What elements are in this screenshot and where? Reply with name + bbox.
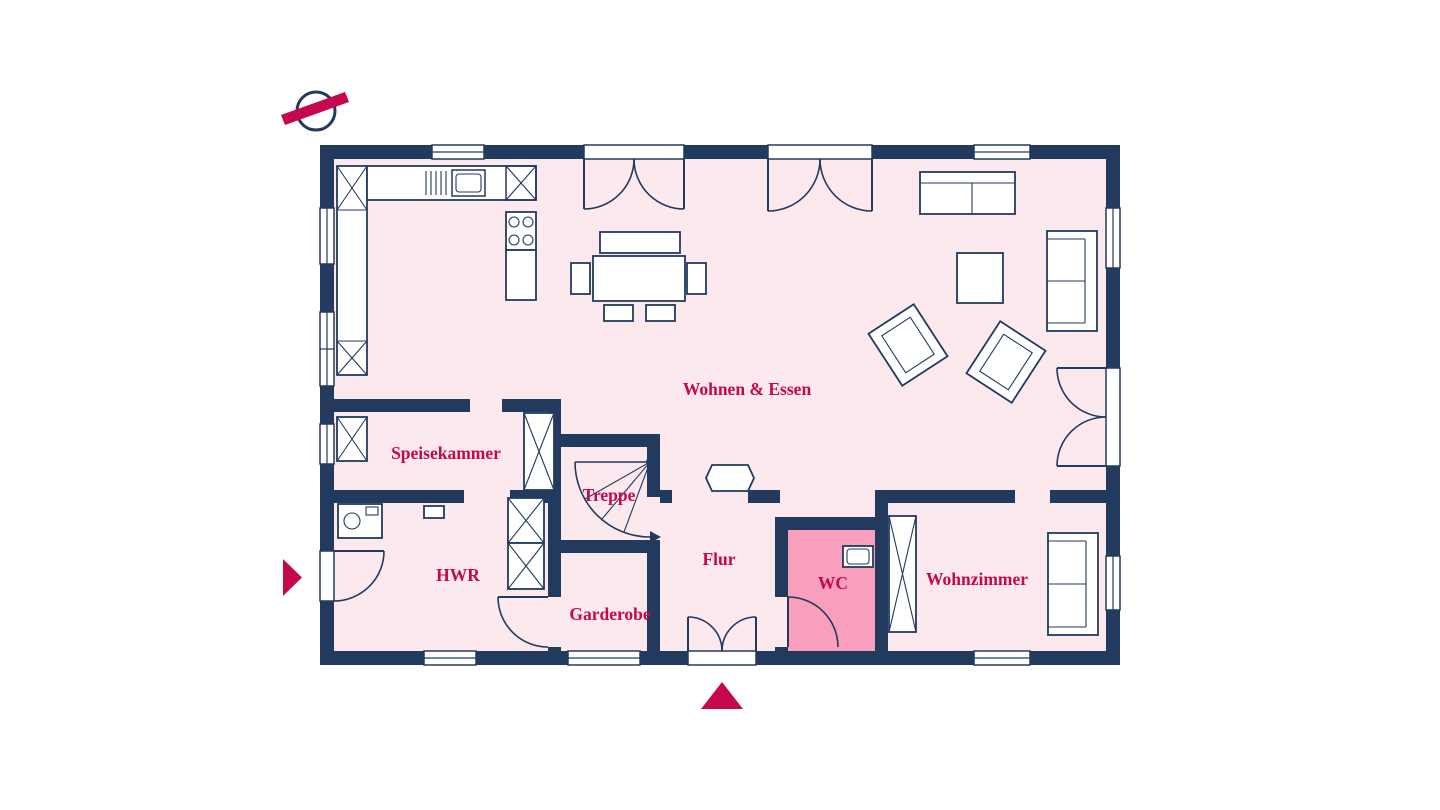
triangle-up-icon xyxy=(701,682,743,709)
utility-fixtures xyxy=(337,497,545,590)
french-door-top-left xyxy=(583,158,685,210)
chair xyxy=(645,304,676,322)
room-label-wohnzimmer: Wohnzimmer xyxy=(926,569,1028,589)
room-label-wohnen-essen: Wohnen & Essen xyxy=(683,379,812,399)
pantry-shelves xyxy=(336,412,555,491)
dining-set xyxy=(570,231,707,322)
coffee-table xyxy=(956,252,1004,304)
armchair xyxy=(965,320,1047,404)
sofa-right xyxy=(1046,230,1098,332)
wohnzimmer-furniture xyxy=(888,515,1099,636)
chimney xyxy=(705,464,755,492)
room-labels: Wohnen & Essen Speisekammer Treppe HWR G… xyxy=(391,379,1028,624)
compass-north-icon xyxy=(281,90,349,132)
french-door-right-wall xyxy=(1056,367,1107,467)
chair xyxy=(603,304,634,322)
staircase xyxy=(574,458,661,543)
stair-direction-arrow-icon xyxy=(650,531,661,543)
doors xyxy=(333,158,1107,652)
chair xyxy=(686,262,707,295)
chair xyxy=(570,262,591,295)
french-door-top-right xyxy=(767,158,873,212)
room-label-hwr: HWR xyxy=(436,565,480,585)
main-entrance-door xyxy=(687,616,757,652)
lounge-furniture xyxy=(867,171,1098,404)
dining-table xyxy=(592,255,686,302)
sideboard xyxy=(919,171,1016,215)
sofa xyxy=(1047,532,1099,636)
kitchen-sink xyxy=(451,169,486,197)
kitchen-units xyxy=(336,165,537,376)
wall-unit xyxy=(423,505,445,519)
triangle-right-icon xyxy=(283,559,302,596)
garderobe-door xyxy=(497,596,549,648)
room-label-flur: Flur xyxy=(702,549,735,569)
wc-door xyxy=(787,596,839,648)
armchair xyxy=(867,303,949,387)
dining-bench xyxy=(599,231,681,254)
hwr-door xyxy=(333,550,385,602)
room-label-speisekammer: Speisekammer xyxy=(391,443,501,463)
wc-sink xyxy=(842,545,874,568)
room-label-wc: WC xyxy=(818,573,848,593)
room-label-garderobe: Garderobe xyxy=(569,604,651,624)
wc-fixtures xyxy=(842,545,874,568)
plan-markers xyxy=(281,90,743,709)
room-label-treppe: Treppe xyxy=(583,485,636,505)
